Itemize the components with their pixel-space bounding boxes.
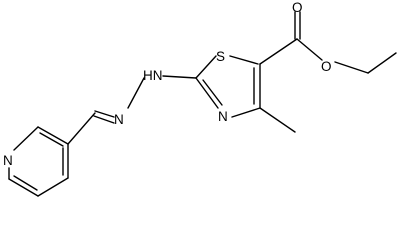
bond-c4-methyl [259, 107, 296, 133]
bond-s-c2 [195, 55, 217, 79]
bond-py-c4-c3 [37, 126, 69, 145]
bond-ester-o-carbonyl [296, 38, 323, 61]
bond-ethyl-ch3 [367, 52, 397, 74]
bond-n-ch-b [93, 115, 115, 124]
atom-label-carbonyl-oxygen: O [292, 0, 303, 15]
atom-label-hydrazone-nitrogen: N [114, 112, 124, 127]
bond-py-c2-c1 [37, 177, 69, 197]
bond-c5-s [229, 55, 259, 65]
bond-n-ch-a [94, 110, 115, 118]
atom-label-ester-oxygen: O [321, 59, 332, 74]
bond-py-n-c4 [13, 126, 39, 151]
bond-py-c1-c6 [8, 178, 39, 197]
bond-c2-n3-b [202, 79, 223, 106]
bond-c2-nh [162, 75, 197, 79]
atom-label-thiazole-sulfur: S [216, 49, 225, 64]
atom-label-thiazole-nitrogen: N [218, 109, 228, 124]
atom-label-pyridine-nitrogen: N [3, 153, 13, 168]
bond-ethyl-ch2-o [334, 61, 369, 74]
atom-label-hydrazine-nh: HN [143, 68, 163, 83]
bond-py-c4-c3-inner [39, 132, 64, 147]
bond-nh-n [127, 77, 145, 109]
bond-n3-c4 [231, 107, 261, 118]
bond-ch-pyridine [67, 112, 96, 145]
chemical-structure-diagram: S N HN N N O O [3, 0, 397, 197]
bond-py-c1-c6-inner [13, 175, 38, 191]
bond-c2-n3-a [195, 77, 219, 109]
bond-carbonyl-ring [259, 38, 298, 65]
